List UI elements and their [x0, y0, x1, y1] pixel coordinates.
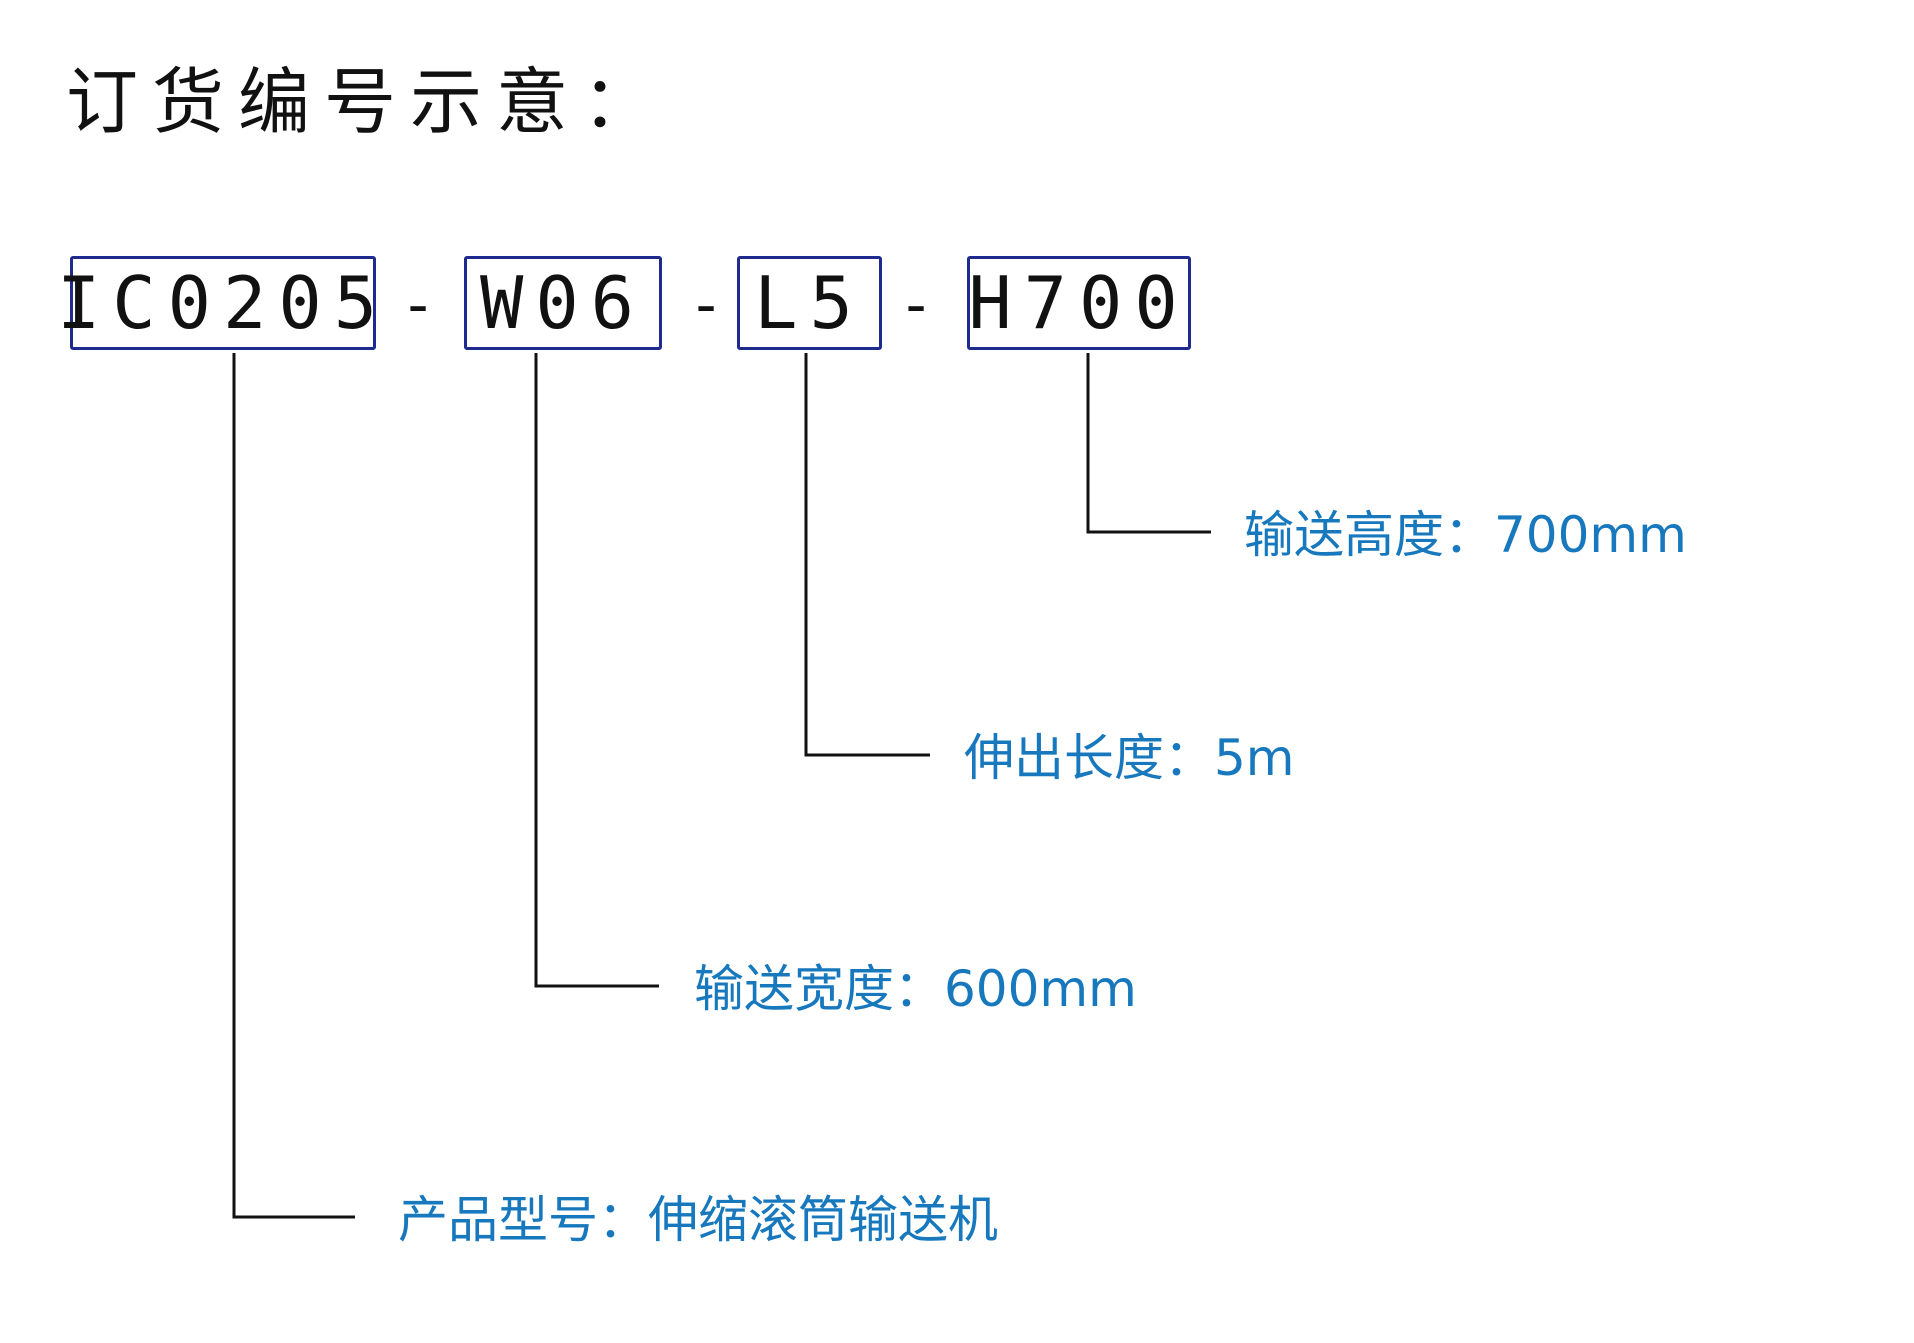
- code-segment-width: W06: [464, 256, 662, 350]
- label-conveyor-width: 输送宽度：600mm: [694, 960, 1137, 1018]
- code-separator: -: [898, 270, 935, 340]
- label-extension-length: 伸出长度：5m: [964, 729, 1295, 787]
- code-segment-model: IC0205: [57, 256, 377, 350]
- code-separator: -: [688, 270, 725, 340]
- connector-height: [1086, 353, 1211, 534]
- code-separator: -: [400, 270, 437, 340]
- page-title: 订货编号示意：: [66, 60, 669, 144]
- code-segment-length: L5: [737, 256, 882, 350]
- code-segment-height: H700: [967, 256, 1191, 350]
- connector-width: [534, 353, 659, 988]
- connector-model: [232, 353, 355, 1219]
- label-conveyor-height: 输送高度：700mm: [1244, 506, 1687, 564]
- label-product-model: 产品型号：伸缩滚筒输送机: [398, 1191, 998, 1249]
- connector-length: [804, 353, 930, 757]
